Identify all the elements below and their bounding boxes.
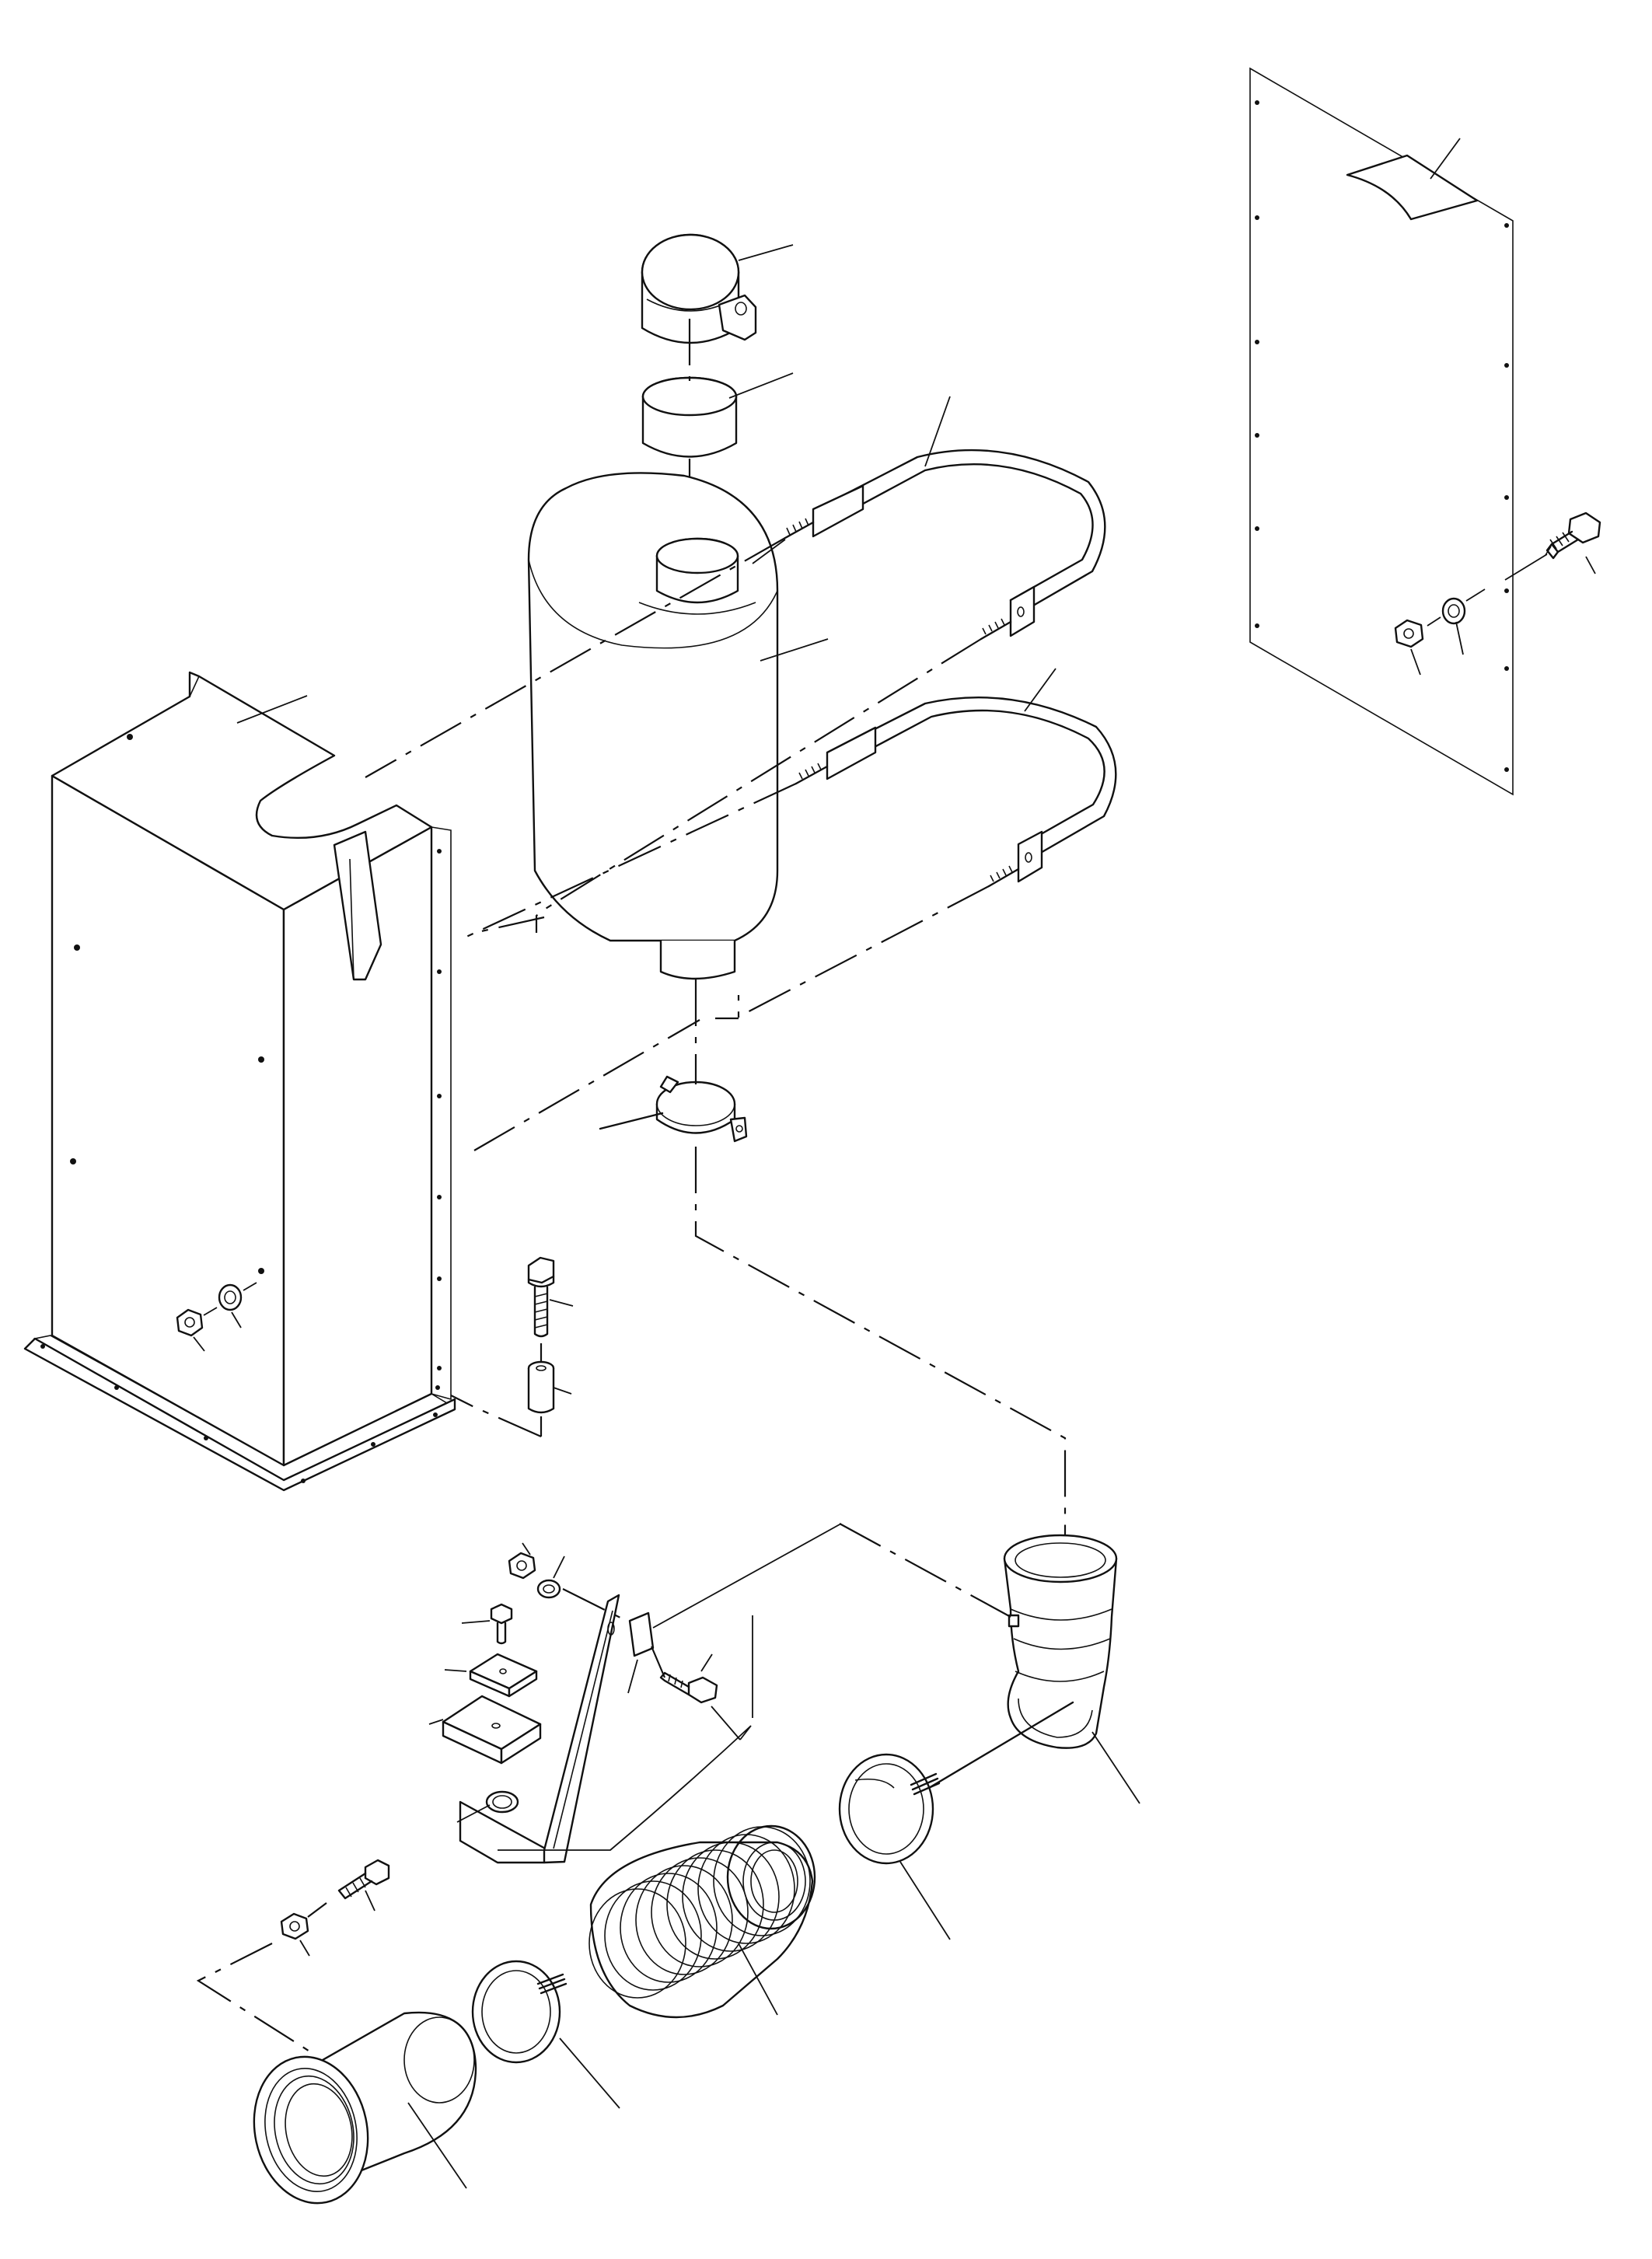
flared-outlet-pipe — [253, 2011, 477, 2205]
lower-bolt — [337, 1859, 390, 1912]
lower-u-strap — [795, 668, 1117, 888]
square-pads — [428, 1653, 542, 1765]
coupling-sleeve — [641, 372, 794, 458]
spacer — [527, 1360, 572, 1414]
support-bracket — [456, 1594, 655, 1864]
panel-bolt — [1545, 512, 1601, 560]
clamp-ring — [838, 1753, 951, 1940]
flex-bellows — [589, 1824, 816, 2019]
lower-clamp-ring — [471, 1960, 620, 2109]
left-enclosure — [23, 671, 456, 1492]
muffler — [527, 472, 829, 980]
rain-cap — [641, 233, 794, 344]
bracket-bolt — [627, 1653, 718, 1704]
upper-u-strap — [784, 396, 1106, 641]
right-panel — [1249, 67, 1601, 796]
hex-bolt — [527, 1256, 574, 1338]
outlet-clamp — [599, 1075, 748, 1143]
small-bolt — [461, 1603, 513, 1645]
elbow-pipe — [882, 1534, 1140, 1817]
